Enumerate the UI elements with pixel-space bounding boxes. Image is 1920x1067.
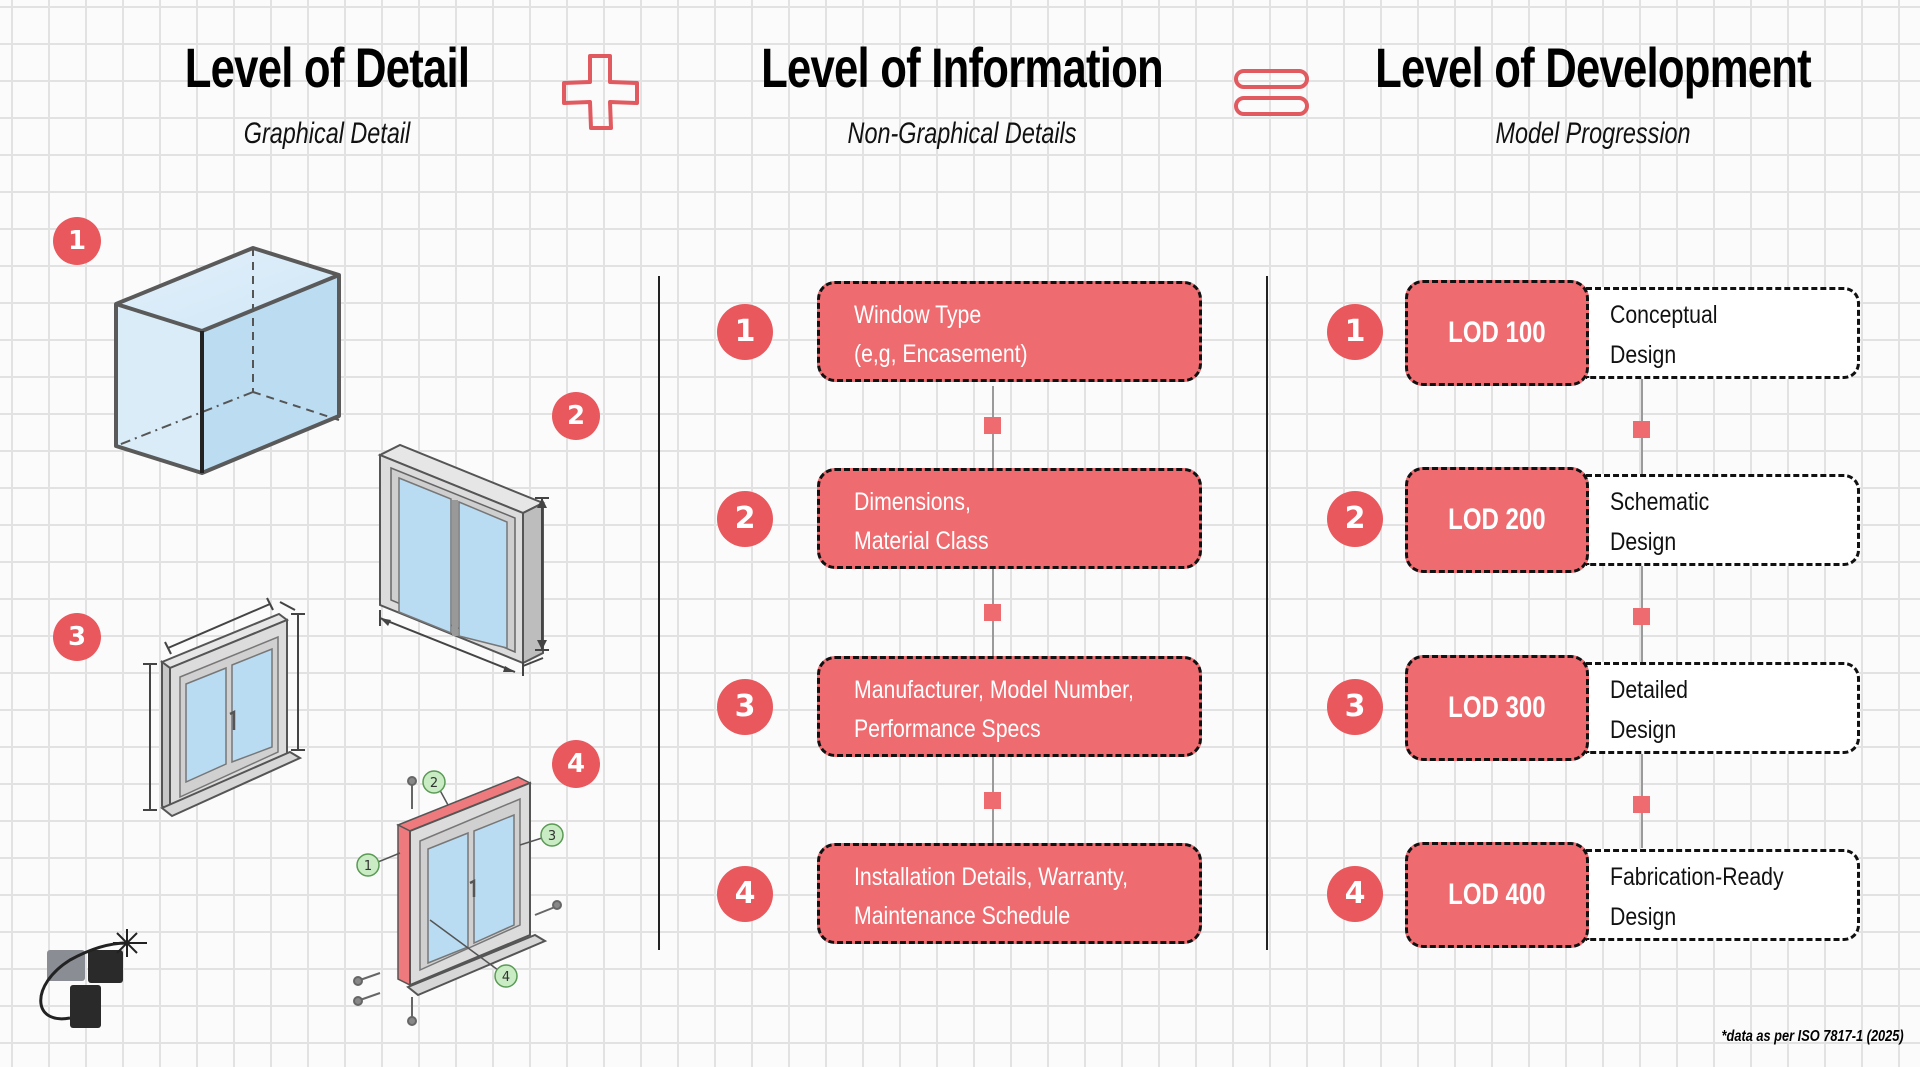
info-step-card: Installation Details, Warranty, Maintena… xyxy=(817,843,1202,944)
lod-connector-node xyxy=(1633,421,1650,438)
lod-description-line2: Design xyxy=(1610,903,1677,931)
info-connector-node xyxy=(984,604,1001,621)
info-step-card: Manufacturer, Model Number, Performance … xyxy=(817,656,1202,757)
equals-icon xyxy=(1234,69,1309,116)
lod-connector-node xyxy=(1633,608,1650,625)
lod-description-line1: Detailed xyxy=(1610,676,1688,704)
lod-level-card: LOD 100 xyxy=(1405,280,1589,386)
plus-icon xyxy=(562,54,639,130)
lod-description-card: Fabrication-Ready Design xyxy=(1586,849,1860,941)
info-step-line2: (e,g, Encasement) xyxy=(854,340,1028,368)
lod-description-line2: Design xyxy=(1610,716,1677,744)
info-step-badge: 2 xyxy=(717,491,773,547)
info-step-line1: Dimensions, xyxy=(854,488,971,516)
subtitle-non-graphical-details: Non-Graphical Details xyxy=(847,117,1077,150)
detail-step-badge: 1 xyxy=(53,217,101,265)
lod-step-badge: 4 xyxy=(1327,866,1383,922)
info-step-badge: 3 xyxy=(717,679,773,735)
lod-level-card: LOD 300 xyxy=(1405,655,1589,761)
info-step-badge: 4 xyxy=(717,866,773,922)
lod-level-label: LOD 200 xyxy=(1448,503,1546,536)
info-step-line2: Maintenance Schedule xyxy=(854,902,1071,930)
lod-description-line2: Design xyxy=(1610,528,1677,556)
detail-step-badge: 3 xyxy=(53,613,101,661)
title-level-of-information: Level of Information xyxy=(761,36,1164,99)
info-step-line1: Installation Details, Warranty, xyxy=(854,863,1128,891)
lod-connector-node xyxy=(1633,796,1650,813)
callout-markers xyxy=(356,770,564,988)
callout-label: 3 xyxy=(548,829,556,844)
lod-description-line2: Design xyxy=(1610,341,1677,369)
lod-description-line1: Fabrication-Ready xyxy=(1610,863,1784,891)
detail-step-badge: 4 xyxy=(552,740,600,788)
lod-description-line1: Schematic xyxy=(1610,488,1710,516)
subtitle-model-progression: Model Progression xyxy=(1495,117,1691,150)
lod-step-badge: 3 xyxy=(1327,679,1383,735)
lod-level-card: LOD 400 xyxy=(1405,842,1589,948)
lod-level-label: LOD 400 xyxy=(1448,878,1546,911)
info-step-line2: Performance Specs xyxy=(854,715,1041,743)
title-level-of-detail: Level of Detail xyxy=(184,36,470,99)
lod-description-card: Detailed Design xyxy=(1586,662,1860,754)
lod-level-card: LOD 200 xyxy=(1405,467,1589,573)
lod-level-label: LOD 300 xyxy=(1448,691,1546,724)
detail-step-badge: 2 xyxy=(552,392,600,440)
lod-description-card: Conceptual Design xyxy=(1586,287,1860,379)
box-massing-icon xyxy=(114,246,341,475)
info-step-card: Window Type (e,g, Encasement) xyxy=(817,281,1202,382)
lod-description-line1: Conceptual xyxy=(1610,301,1718,329)
column-divider xyxy=(1266,276,1268,950)
window-generic-icon xyxy=(377,443,549,676)
title-level-of-development: Level of Development xyxy=(1375,36,1812,99)
info-connector-node xyxy=(984,792,1001,809)
info-connector-node xyxy=(984,417,1001,434)
callout-label: 1 xyxy=(364,859,372,874)
lod-description-card: Schematic Design xyxy=(1586,474,1860,566)
info-step-badge: 1 xyxy=(717,304,773,360)
subtitle-graphical-detail: Graphical Detail xyxy=(243,117,411,150)
window-dimensioned-icon xyxy=(143,597,305,818)
callout-label: 2 xyxy=(430,776,438,791)
source-footnote: *data as per ISO 7817-1 (2025) xyxy=(1721,1028,1904,1045)
info-step-card: Dimensions, Material Class xyxy=(817,468,1202,569)
window-installation-icon: 1 2 3 4 xyxy=(353,770,564,1026)
company-logo xyxy=(39,929,147,1028)
column-divider xyxy=(658,276,660,950)
lod-level-label: LOD 100 xyxy=(1448,316,1546,349)
info-step-line2: Material Class xyxy=(854,527,989,555)
callout-label: 4 xyxy=(502,970,510,985)
lod-step-badge: 2 xyxy=(1327,491,1383,547)
lod-step-badge: 1 xyxy=(1327,304,1383,360)
info-step-line1: Manufacturer, Model Number, xyxy=(854,676,1134,704)
info-step-line1: Window Type xyxy=(854,301,982,329)
